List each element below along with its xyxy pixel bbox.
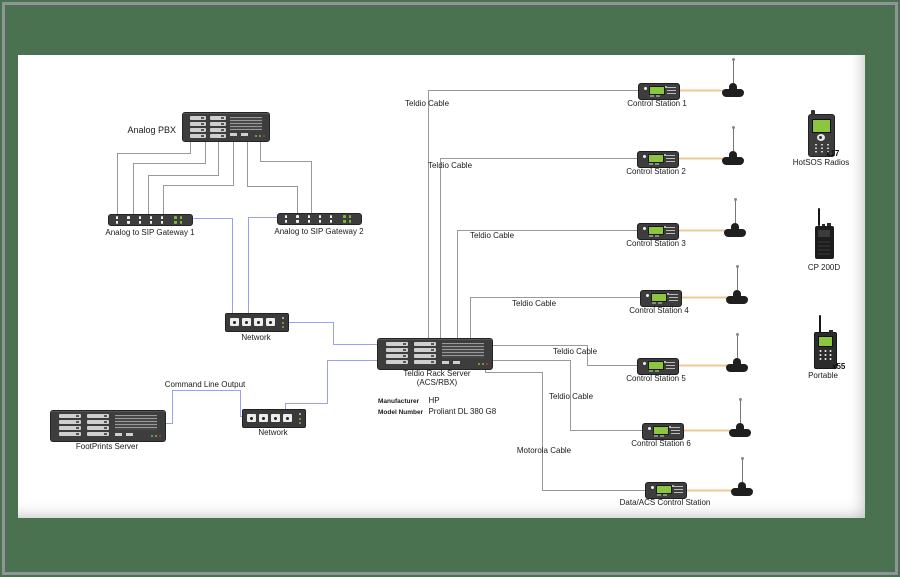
cable-server-network2 xyxy=(285,360,378,411)
manufacturer-row: Manufacturer HP xyxy=(378,390,440,408)
cable-pbx-gw2-1 xyxy=(247,140,298,215)
network-switch2-label: Network xyxy=(258,428,288,437)
cable-pbx-gw1-1 xyxy=(117,140,191,215)
antenna-icon xyxy=(724,198,746,237)
mobile-radio-icon xyxy=(642,423,684,440)
antenna-icon xyxy=(731,457,753,496)
cable-pbx-gw2-2 xyxy=(260,140,312,215)
command-line-output-label: Command Line Output xyxy=(164,380,246,389)
sip-gateway1-icon xyxy=(108,214,193,226)
teldio-cable-label-6: Teldio Cable xyxy=(548,392,594,401)
station-label-dataacs: Data/ACS Control Station xyxy=(619,498,711,507)
station-label-4: Control Station 4 xyxy=(629,306,689,315)
teldio-server-subname: (ACS/RBX) xyxy=(416,378,458,387)
cable-teldio-cs4 xyxy=(470,297,641,339)
walkie-talkie-icon xyxy=(815,208,834,259)
cable-teldio-cs3 xyxy=(457,230,638,339)
mobile-radio-icon xyxy=(638,83,680,100)
network-switch1-icon xyxy=(225,313,289,332)
hotsos-label: HotSOS Radios xyxy=(792,158,850,167)
sip-gateway2-label: Analog to SIP Gateway 2 xyxy=(274,227,364,236)
mobile-radio-icon xyxy=(637,358,679,375)
antenna-icon xyxy=(722,58,744,97)
cable-teldio-cs5 xyxy=(491,345,638,366)
mobile-radio-icon xyxy=(637,151,679,168)
cable-gw1-network1 xyxy=(193,218,233,315)
model-key: Model Number xyxy=(378,409,424,416)
station-label-5: Control Station 5 xyxy=(626,374,686,383)
portable-count: x55 xyxy=(832,362,846,371)
manufacturer-key: Manufacturer xyxy=(378,398,420,405)
cellphone-icon xyxy=(808,110,835,157)
antenna-icon xyxy=(722,126,744,165)
portable-radio-icon xyxy=(814,315,837,369)
antenna-icon xyxy=(726,265,748,304)
station-label-6: Control Station 6 xyxy=(631,439,691,448)
cable-teldio-cs6 xyxy=(491,360,643,431)
station-label-2: Control Station 2 xyxy=(626,167,686,176)
network-switch1-label: Network xyxy=(241,333,271,342)
cable-pbx-gw1-2 xyxy=(133,140,206,215)
analog-pbx-icon xyxy=(182,112,270,142)
cable-pbx-gw1-4 xyxy=(163,140,234,215)
teldio-rack-server-icon xyxy=(377,338,493,370)
teldio-cable-label-2: Teldio Cable xyxy=(427,161,473,170)
footprints-server-icon xyxy=(50,410,166,442)
station-label-3: Control Station 3 xyxy=(626,239,686,248)
cp200d-label: CP 200D xyxy=(807,263,841,272)
cable-motorola-dataacs xyxy=(485,368,646,491)
motorola-cable-label: Motorola Cable xyxy=(516,446,572,455)
network-switch2-icon xyxy=(242,409,306,428)
analog-pbx-label: Analog PBX xyxy=(127,125,176,135)
mobile-radio-icon xyxy=(645,482,687,499)
model-value: Proliant DL 380 G8 xyxy=(428,407,497,416)
model-row: Model Number Proliant DL 380 G8 xyxy=(378,401,496,419)
cable-pbx-gw1-3 xyxy=(148,140,219,215)
antenna-icon xyxy=(729,398,751,437)
teldio-cable-label-4: Teldio Cable xyxy=(511,299,557,308)
cable-teldio-cs1 xyxy=(428,90,639,339)
antenna-icon xyxy=(726,333,748,372)
teldio-server-name: Teldio Rack Server xyxy=(403,369,471,378)
teldio-server-label: Teldio Rack Server (ACS/RBX) xyxy=(377,369,497,387)
sip-gateway1-label: Analog to SIP Gateway 1 xyxy=(105,228,195,237)
portable-label: Portable xyxy=(808,371,838,380)
footprints-server-label: FootPrints Server xyxy=(75,442,139,451)
cable-network1-server xyxy=(287,322,378,345)
cable-gw2-network1 xyxy=(248,217,278,315)
station-label-1: Control Station 1 xyxy=(627,99,687,108)
sip-gateway2-icon xyxy=(277,213,362,225)
mobile-radio-icon xyxy=(640,290,682,307)
teldio-cable-label-5: Teldio Cable xyxy=(552,347,598,356)
manufacturer-value: HP xyxy=(428,396,440,405)
teldio-cable-label-3: Teldio Cable xyxy=(469,231,515,240)
hotsos-count: x17 xyxy=(826,149,840,158)
mobile-radio-icon xyxy=(637,223,679,240)
teldio-cable-label-1: Teldio Cable xyxy=(404,99,450,108)
cable-footprints-network2 xyxy=(164,390,243,424)
cable-teldio-cs2 xyxy=(440,158,638,339)
